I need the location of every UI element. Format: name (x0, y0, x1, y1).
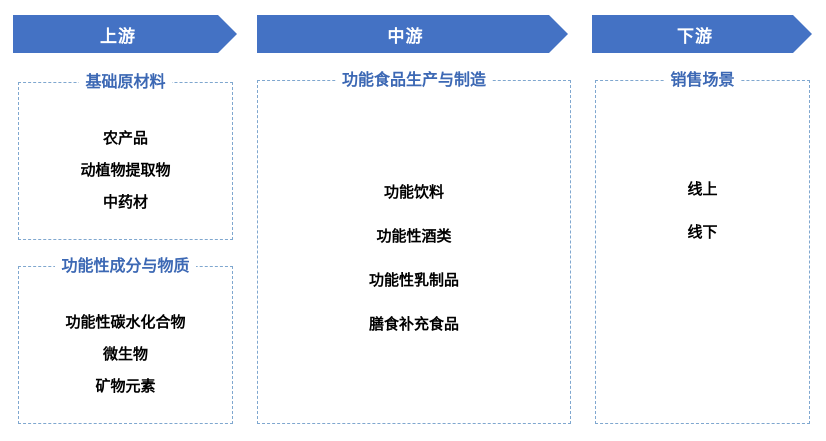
box-item-list: 农产品 动植物提取物 中药材 (19, 83, 232, 213)
list-item: 功能性乳制品 (368, 272, 459, 289)
downstream-label: 下游 (677, 26, 713, 46)
box-production-manufacturing: 功能食品生产与制造 功能饮料 功能性酒类 功能性乳制品 膳食补充食品 (257, 72, 571, 424)
midstream-label: 中游 (387, 26, 424, 46)
list-item: 功能饮料 (383, 184, 444, 201)
list-item: 动植物提取物 (80, 162, 171, 179)
box-sales-scenarios: 销售场景 线上 线下 (595, 72, 810, 424)
box-item-list: 功能性碳水化合物 微生物 矿物元素 (19, 267, 232, 397)
list-item: 农产品 (102, 130, 148, 147)
list-item: 线下 (687, 224, 718, 241)
list-item: 膳食补充食品 (368, 316, 459, 333)
box-item-list: 功能饮料 功能性酒类 功能性乳制品 膳食补充食品 (258, 81, 570, 335)
header-arrow-midstream: 中游 (257, 15, 568, 53)
list-item: 中药材 (102, 194, 148, 211)
box-item-list: 线上 线下 (596, 81, 809, 243)
list-item: 功能性酒类 (376, 228, 452, 245)
header-arrow-upstream: 上游 (13, 15, 237, 53)
upstream-label: 上游 (100, 26, 136, 46)
list-item: 功能性碳水化合物 (65, 314, 186, 331)
list-item: 微生物 (102, 346, 148, 363)
list-item: 线上 (687, 181, 718, 198)
header-arrow-downstream: 下游 (592, 15, 812, 53)
list-item: 矿物元素 (95, 378, 156, 395)
box-functional-components: 功能性成分与物质 功能性碳水化合物 微生物 矿物元素 (18, 258, 233, 424)
box-basic-raw-materials: 基础原材料 农产品 动植物提取物 中药材 (18, 74, 233, 240)
